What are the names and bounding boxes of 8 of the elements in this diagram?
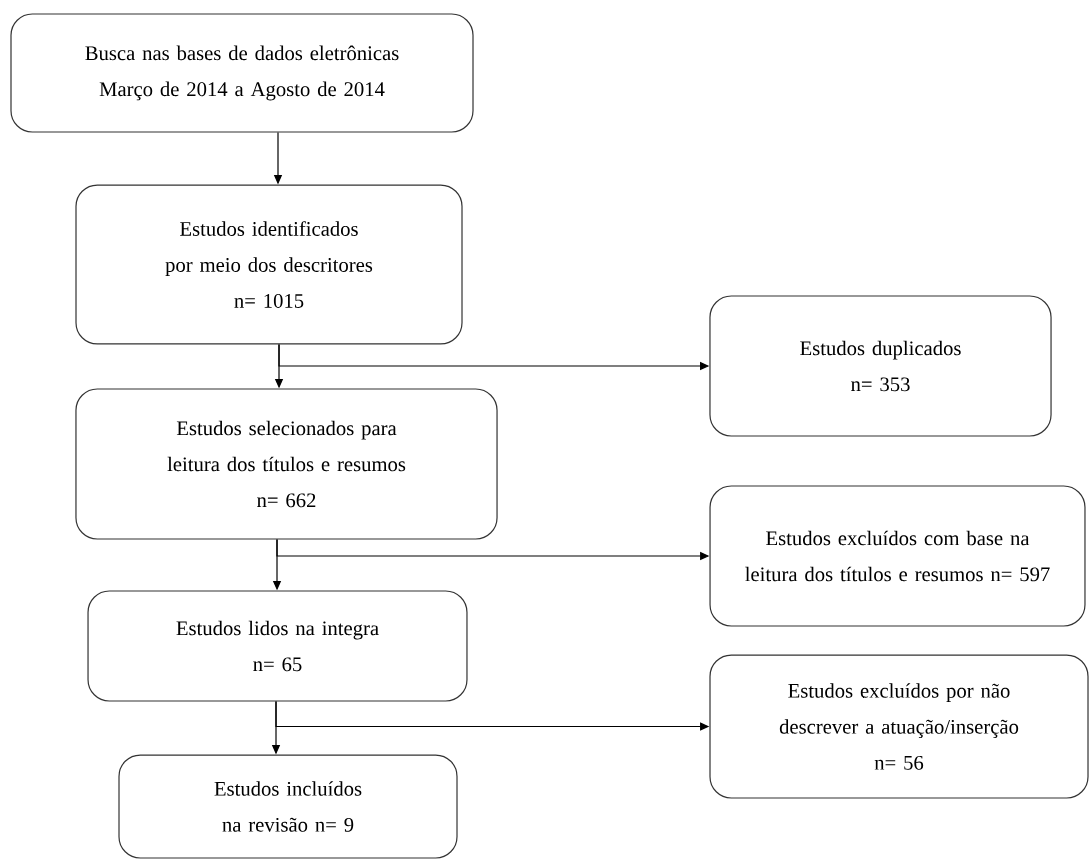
process-box: Estudos excluídos por não descrever a atuação/inserção n= 56 (709, 654, 1089, 799)
process-box: Estudos duplicados n= 353 (709, 295, 1052, 437)
process-box: Estudos lidos na integra n= 65 (87, 590, 468, 702)
process-box: Estudos excluídos com base na leitura dos títulos e resumos n= 597 (709, 485, 1086, 627)
process-box: Estudos selecionados para leitura dos títulos e resumos n= 662 (75, 388, 498, 540)
process-box: Estudos incluídos na revisão n= 9 (118, 754, 458, 859)
process-box: Estudos identificados por meio dos descritores n= 1015 (75, 184, 463, 345)
process-box: Busca nas bases de dados eletrônicas Março de 2014 a Agosto de 2014 (10, 13, 474, 133)
